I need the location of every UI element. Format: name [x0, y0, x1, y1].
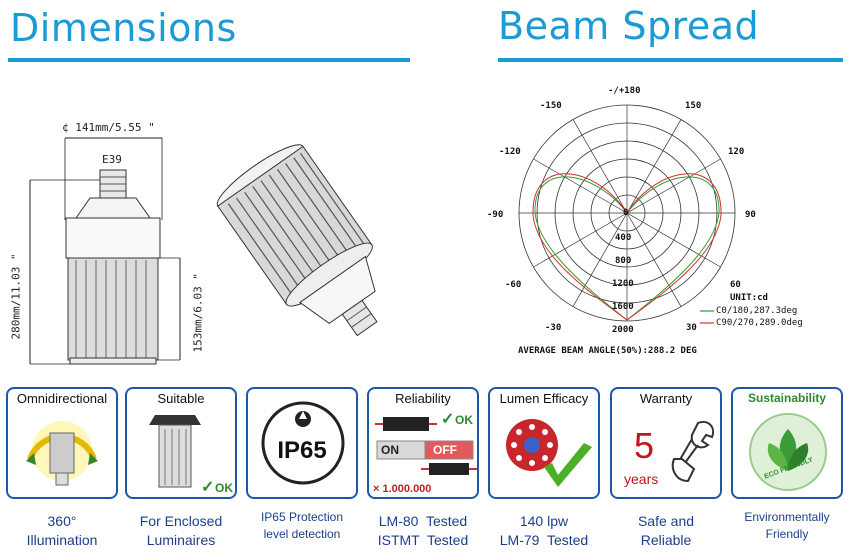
radial-label-1200: 1200 — [612, 279, 634, 289]
polar-spoke — [572, 212, 628, 307]
legend-c0: C0/180,287.3deg — [716, 306, 798, 316]
polar-spoke — [533, 212, 628, 268]
average-beam-angle: AVERAGE BEAM ANGLE(50%):288.2 DEG — [518, 346, 697, 356]
angle-label-0: 0 — [623, 208, 629, 218]
polar-spoke — [572, 119, 628, 214]
switch-test-icon — [375, 417, 477, 475]
polar-spoke — [533, 158, 628, 214]
legend-swatches — [700, 310, 714, 324]
c90-curve — [532, 173, 722, 321]
angle-label-60: 60 — [730, 280, 741, 290]
led-height-label: 153mm/6.03 " — [191, 273, 205, 353]
caption-warranty: Safe and Reliable — [637, 513, 695, 548]
ip65-text: IP65 — [277, 437, 327, 464]
feature-card-suitable: Suitable ✓ OK — [125, 387, 237, 499]
cycle-count: × 1.000.000 — [373, 483, 432, 495]
card-header: Sustainability — [747, 391, 827, 405]
radial-label-400: 400 — [615, 233, 632, 243]
switch-off-label: OFF — [433, 443, 457, 457]
feature-card-ip65: IP65 — [246, 387, 358, 499]
c0-curve — [534, 176, 720, 321]
warranty-years-word: years — [624, 471, 659, 487]
eco-friendly-icon — [749, 413, 827, 491]
bulb-front-drawing — [29, 137, 181, 365]
angle-label-150: 150 — [685, 101, 702, 111]
ok-badge: OK — [455, 413, 473, 427]
enclosed-fixture-icon — [149, 415, 201, 488]
polar-spoke — [626, 119, 682, 214]
unit-label: UNIT:cd — [730, 293, 768, 303]
wrench-hand-icon — [671, 421, 714, 483]
angle-label-neg60: -60 — [505, 280, 522, 290]
card-header: Lumen Efficacy — [499, 391, 589, 406]
polar-spoke — [626, 212, 721, 268]
beam-spread-rule — [498, 58, 843, 62]
ip65-icon — [261, 401, 345, 485]
radial-label-2000: 2000 — [612, 325, 634, 335]
polar-beam-chart — [518, 104, 736, 322]
angle-label-90: 90 — [745, 210, 756, 220]
polar-spoke — [626, 158, 721, 214]
feature-card-sustainability: Sustainability ECO FRIENDLY — [731, 387, 843, 499]
card-header: Reliability — [395, 391, 451, 406]
card-header: Omnidirectional — [16, 391, 108, 406]
beam-spread-heading: Beam Spread — [498, 4, 760, 48]
angle-label-neg120: -120 — [499, 147, 521, 157]
warranty-years-number: 5 — [634, 425, 655, 466]
caption-omnidirectional: 360° Illumination — [26, 513, 98, 548]
ok-badge: OK — [215, 481, 233, 495]
bulb-isometric-drawing — [216, 144, 378, 337]
switch-on-label: ON — [381, 443, 399, 457]
legend-c90: C90/270,289.0deg — [716, 318, 803, 328]
caption-reliability: LM-80 Tested ISTMT Tested — [377, 513, 469, 548]
diameter-label: ¢ 141mm/5.55 " — [62, 121, 155, 134]
angle-label-180: -/+180 — [608, 86, 641, 96]
check-icon: ✓ — [201, 479, 215, 496]
angle-label-neg90: -90 — [487, 210, 504, 220]
card-header: Warranty — [639, 391, 693, 406]
angle-label-neg150: -150 — [540, 101, 562, 111]
caption-lumen-efficacy: 140 lpw LM-79 Tested — [499, 513, 589, 548]
total-height-label: 280mm/11.03 " — [9, 253, 23, 340]
efficacy-check-icon — [506, 419, 592, 487]
caption-suitable: For Enclosed Luminaires — [139, 513, 223, 548]
dimensions-heading: Dimensions — [10, 6, 237, 50]
caption-sustainability: Environmentally Friendly — [744, 510, 830, 541]
radial-label-800: 800 — [615, 256, 632, 266]
caption-ip65: IP65 Protection level detection — [260, 510, 344, 541]
radial-label-1600: 1600 — [612, 302, 634, 312]
angle-label-neg30: -30 — [545, 323, 562, 333]
feature-card-warranty: Warranty 5 years — [610, 387, 722, 499]
check-icon: ✓ — [441, 411, 455, 428]
feature-card-lumen-efficacy: Lumen Efficacy — [488, 387, 600, 499]
card-header: Suitable — [157, 391, 205, 406]
base-label: E39 — [102, 153, 122, 166]
omnidirectional-bulb-icon — [26, 421, 98, 486]
angle-label-120: 120 — [728, 147, 745, 157]
feature-card-omnidirectional: Omnidirectional — [6, 387, 118, 499]
angle-label-30: 30 — [686, 323, 697, 333]
feature-card-reliability: Reliability ✓ OK ON OFF × 1.000.000 — [367, 387, 479, 499]
polar-spoke — [626, 212, 682, 307]
dimensions-rule — [8, 58, 410, 62]
